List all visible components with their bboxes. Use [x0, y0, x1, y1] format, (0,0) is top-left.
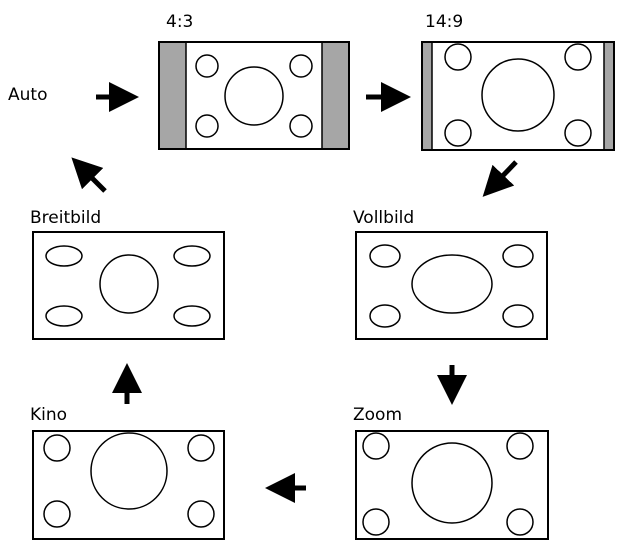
label-kino: Kino: [30, 405, 67, 425]
screen-zoom: [355, 430, 549, 540]
arrow-breitbild-to-auto: [71, 157, 107, 193]
label-zoom: Zoom: [353, 405, 402, 425]
label-14-9: 14:9: [425, 12, 463, 32]
screen-4-3: [158, 41, 350, 150]
arrow-14-9-to-vollbild: [482, 160, 518, 197]
screen-vollbild: [355, 231, 548, 340]
screen-14-9: [421, 41, 615, 151]
side-bar-right: [322, 43, 348, 148]
label-auto: Auto: [8, 85, 47, 105]
label-breitbild: Breitbild: [30, 208, 101, 228]
screen-breitbild: [32, 231, 225, 340]
side-bar-left: [423, 43, 432, 149]
label-4-3: 4:3: [166, 12, 193, 32]
side-bar-right: [604, 43, 613, 149]
side-bar-left: [160, 43, 186, 148]
label-vollbild: Vollbild: [353, 208, 414, 228]
screen-kino: [32, 430, 225, 540]
